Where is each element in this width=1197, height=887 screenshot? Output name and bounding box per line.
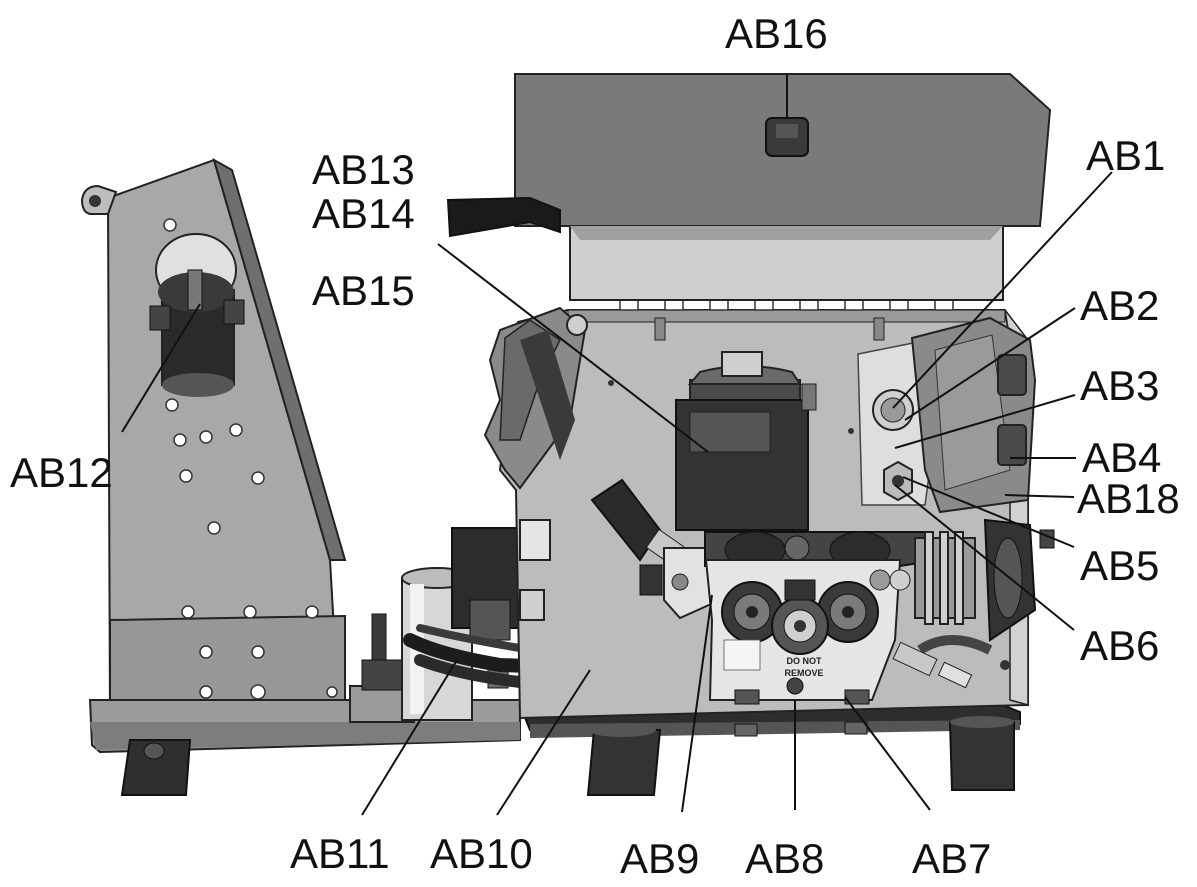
label-ab8: AB8 — [745, 835, 824, 882]
label-ab2: AB2 — [1080, 282, 1159, 329]
wire-conduit — [446, 196, 561, 238]
drive-motor — [675, 351, 817, 531]
leader-ab18 — [1004, 494, 1075, 498]
leader-lines — [121, 75, 1113, 816]
label-ab18: AB18 — [1077, 475, 1180, 522]
label-ab10: AB10 — [430, 830, 533, 877]
gas-solenoid-assembly — [349, 527, 521, 723]
front-panel — [910, 316, 1037, 514]
leader-ab1 — [892, 171, 1113, 409]
terminal-block — [519, 519, 551, 561]
label-ab4: AB4 — [1082, 434, 1161, 481]
hinge-assembly — [483, 306, 588, 490]
leader-ab10 — [496, 669, 591, 816]
leader-ab2 — [904, 307, 1076, 421]
label-ab11: AB11 — [290, 830, 390, 877]
label-ab16: AB16 — [725, 10, 828, 57]
terminal-nut — [519, 589, 545, 621]
callout-labels: AB16 AB13 AB14 AB15 AB1 AB2 AB3 AB4 AB18… — [10, 10, 1180, 882]
label-ab13: AB13 — [312, 146, 415, 193]
lid-latch — [765, 117, 809, 157]
feet — [586, 716, 1015, 796]
leader-ab7 — [844, 696, 931, 811]
leader-ab14 — [437, 243, 709, 453]
leader-ab9 — [681, 594, 713, 813]
label-ab7: AB7 — [912, 835, 991, 882]
label-ab5: AB5 — [1080, 542, 1159, 589]
control-plate — [857, 341, 931, 506]
label-ab1: AB1 — [1086, 132, 1165, 179]
label-ab9: AB9 — [620, 835, 699, 882]
bracket-holes — [163, 218, 338, 700]
label-ab15: AB15 — [312, 267, 415, 314]
leader-ab3 — [894, 394, 1076, 449]
hoses — [403, 624, 706, 694]
lid — [514, 73, 1052, 301]
label-ab3: AB3 — [1080, 362, 1159, 409]
leader-ab5 — [902, 476, 1075, 548]
leader-ab11 — [361, 659, 458, 816]
leader-ab12 — [121, 303, 201, 433]
decal-line-2: REMOVE — [784, 668, 823, 678]
decal-line-1: DO NOT — [787, 656, 823, 666]
spool-hub — [149, 233, 245, 397]
top-notches — [619, 299, 954, 311]
spool-holder-bracket — [80, 157, 347, 722]
label-ab12: AB12 — [10, 449, 113, 496]
label-ab14: AB14 — [312, 190, 415, 237]
label-ab6: AB6 — [1080, 622, 1159, 669]
leader-ab6 — [894, 484, 1075, 631]
drive-roll-assembly: DO NOT REMOVE — [639, 531, 940, 737]
